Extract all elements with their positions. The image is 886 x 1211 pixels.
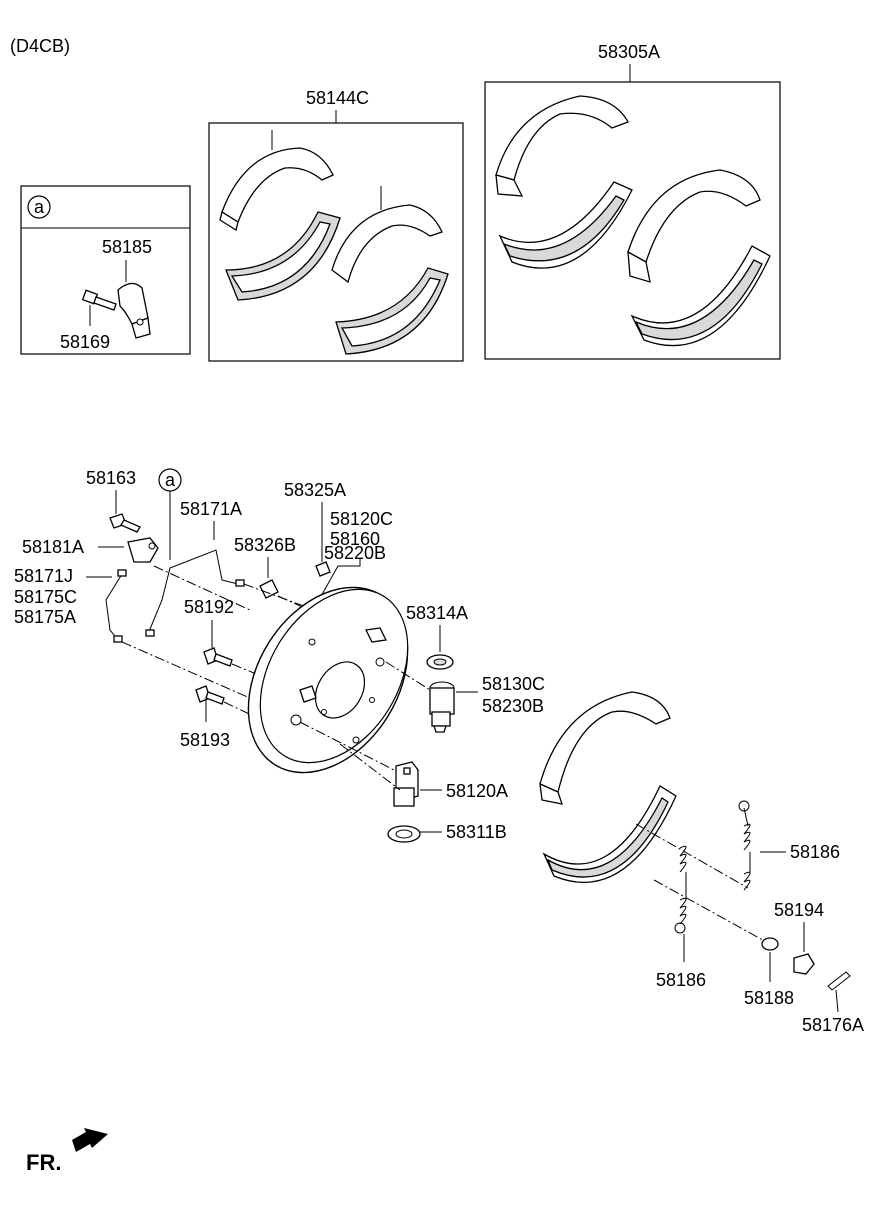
callout-58163: 58163 [86,468,136,488]
callout-58120A: 58120A [446,781,508,801]
box-58305A: 58305A [484,42,781,360]
callout-58171A: 58171A [180,499,242,519]
arrow-icon [72,1128,108,1152]
callout-58314A: 58314A [406,603,468,623]
brake-shoe-lower [539,691,677,884]
box-58144C: 58144C [208,88,464,362]
callout-58186-right: 58186 [790,842,840,862]
front-direction-indicator: FR. [26,1128,108,1175]
main-assembly: 58163 a 58171A 58181A 58171J 58175C 5817… [14,468,864,1035]
backing-plate [247,586,409,774]
callout-58188: 58188 [744,988,794,1008]
callout-58185: 58185 [102,237,152,257]
callout-58144C: 58144C [306,88,369,108]
callout-58171J: 58171J [14,566,73,586]
clip-58185 [117,282,151,339]
ref-marker-a-main: a [165,470,176,490]
callout-58311B: 58311B [446,822,507,842]
detail-box-a: a 58185 58169 [20,185,191,355]
callout-58325A: 58325A [284,480,346,500]
callout-58160: 58160 [330,529,380,549]
model-code: (D4CB) [10,36,70,56]
callout-58230B: 58230B [482,696,544,716]
callout-58176A: 58176A [802,1015,864,1035]
callout-58175C: 58175C [14,587,77,607]
cylinder-58120A [393,761,419,807]
callout-58305A: 58305A [598,42,660,62]
callout-58186-left: 58186 [656,970,706,990]
spring-58186-right [738,800,751,891]
wheel-cylinder [429,681,455,733]
callout-58220B: 58220B [324,543,386,563]
callout-58192: 58192 [184,597,234,617]
callout-58181A: 58181A [22,537,84,557]
callout-58194: 58194 [774,900,824,920]
callout-58193: 58193 [180,730,230,750]
callout-58326B: 58326B [234,535,296,555]
callout-58130C: 58130C [482,674,545,694]
direction-label: FR. [26,1150,61,1175]
callout-58120C: 58120C [330,509,393,529]
bolt-58169 [81,289,117,311]
spring-58186-left [674,845,687,934]
ref-marker-a: a [34,197,45,217]
callout-58169: 58169 [60,332,110,352]
callout-58175A: 58175A [14,607,76,627]
